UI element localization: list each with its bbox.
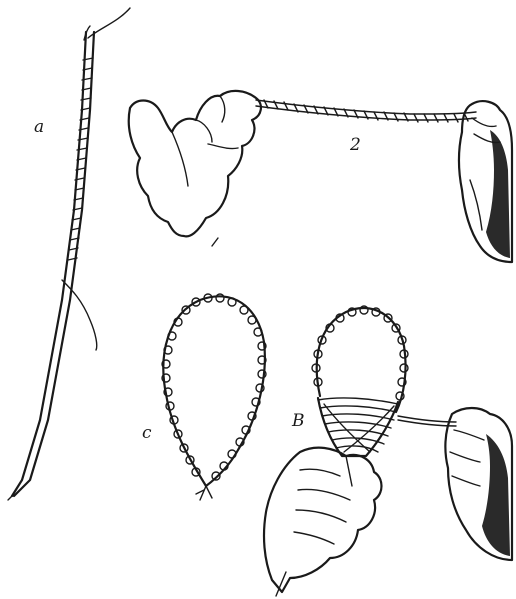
label-wrap: B <box>291 411 305 431</box>
needle-wrap-hatch <box>68 58 93 260</box>
wrap-bands <box>318 398 398 452</box>
wrap-drawing: B <box>264 306 512 596</box>
wrap-loop-stitches <box>312 306 408 400</box>
needle-drawing: a <box>8 8 130 500</box>
loop-drawing: c <box>142 294 266 500</box>
label-loop: c <box>142 423 152 443</box>
loop-stitches <box>162 294 266 480</box>
label-stretch: 2 <box>349 135 361 155</box>
label-needle: a <box>34 117 44 137</box>
stretch-drawing: 2 <box>129 91 512 262</box>
